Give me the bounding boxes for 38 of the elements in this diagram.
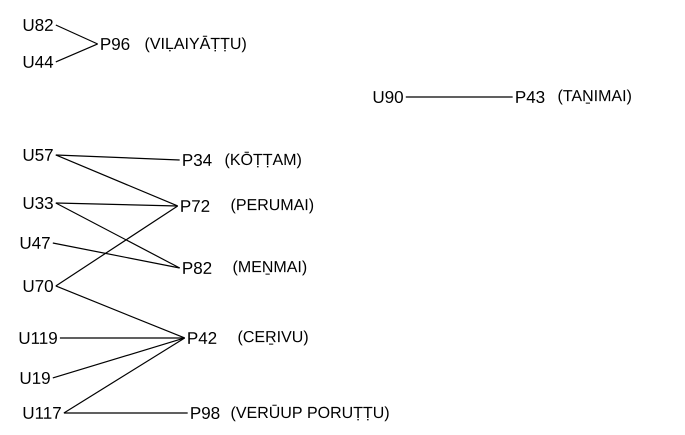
node-label: U44 bbox=[24, 56, 54, 68]
connector-line bbox=[56, 202, 178, 207]
node-label: U90 bbox=[374, 90, 403, 104]
gloss-label: (CEṞIVU) bbox=[238, 330, 308, 346]
connector-line bbox=[56, 285, 185, 339]
node-label: U57 bbox=[24, 149, 53, 161]
node-label: P42 bbox=[188, 332, 216, 344]
connector-line bbox=[406, 96, 513, 98]
gloss-label: (MEṈMAI) bbox=[234, 260, 306, 276]
connector-line bbox=[56, 24, 98, 45]
gloss-label: (VERŪUP PORUṬṬU) bbox=[232, 404, 389, 422]
connector-line bbox=[55, 205, 178, 286]
connector-line bbox=[64, 412, 188, 414]
connector-line bbox=[56, 202, 180, 269]
connector-line bbox=[56, 43, 98, 63]
gloss-label: (VIḶAIYĀṬṬU) bbox=[146, 36, 246, 52]
node-label: U119 bbox=[20, 332, 57, 344]
connector-line bbox=[60, 337, 185, 339]
node-label: P98 bbox=[191, 406, 220, 419]
node-label: U33 bbox=[24, 196, 53, 209]
connector-line bbox=[56, 154, 180, 161]
connector-line bbox=[64, 337, 185, 414]
node-label: P96 bbox=[101, 38, 130, 50]
gloss-label: (PERUMAI) bbox=[232, 198, 314, 214]
connector-line bbox=[52, 337, 185, 379]
node-label: P82 bbox=[183, 262, 212, 274]
connector-line bbox=[56, 154, 178, 207]
connector-line bbox=[52, 242, 180, 269]
node-label: U19 bbox=[20, 372, 50, 384]
node-label: U117 bbox=[24, 407, 61, 419]
node-label: U70 bbox=[24, 280, 53, 292]
node-label: P43 bbox=[516, 90, 544, 104]
node-label: P34 bbox=[183, 154, 212, 166]
node-label: U47 bbox=[20, 237, 50, 249]
node-label: P72 bbox=[181, 200, 210, 212]
gloss-label: (KŌṬṬAM) bbox=[226, 152, 301, 168]
gloss-label: (TAṈIMAI) bbox=[558, 90, 631, 104]
node-label: U82 bbox=[24, 18, 53, 32]
